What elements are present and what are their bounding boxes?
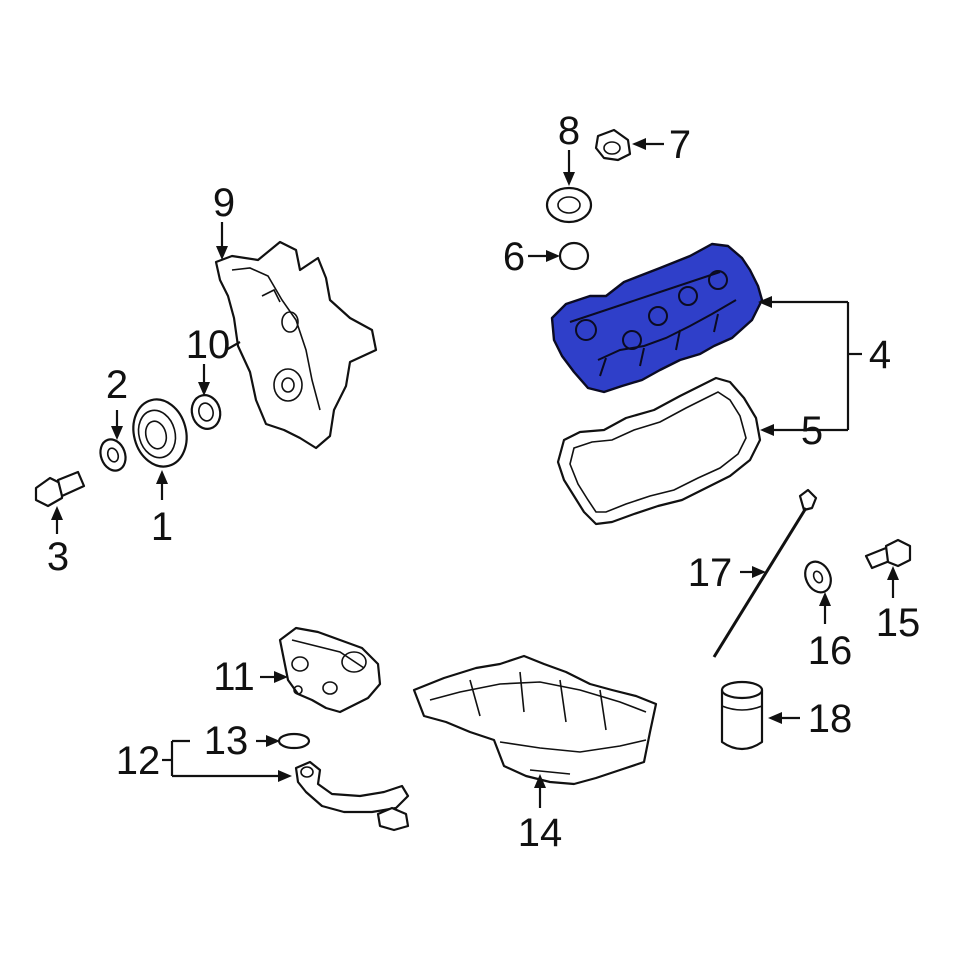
part-2-washer[interactable] xyxy=(96,436,129,474)
part-9-timing-cover[interactable] xyxy=(214,240,378,450)
callout-1: 1 xyxy=(151,505,173,549)
part-16-washer[interactable] xyxy=(800,557,835,596)
callout-15: 15 xyxy=(876,601,921,645)
part-3-bolt[interactable] xyxy=(34,470,86,508)
callout-7: 7 xyxy=(669,123,691,167)
callout-4: 4 xyxy=(869,333,891,377)
callout-16: 16 xyxy=(808,629,853,673)
part-6-o-ring[interactable] xyxy=(558,241,590,271)
part-8-filler-cap[interactable] xyxy=(545,186,593,224)
leader-lines xyxy=(51,138,899,808)
part-12-pickup-tube[interactable] xyxy=(294,760,410,832)
callout-9: 9 xyxy=(213,181,235,225)
part-15-bolt[interactable] xyxy=(864,538,912,570)
part-14-oil-pan[interactable] xyxy=(412,654,658,786)
callout-14: 14 xyxy=(518,811,563,855)
part-7-plug[interactable] xyxy=(594,128,632,162)
part-18-oil-filter[interactable] xyxy=(720,680,764,751)
part-13-o-ring[interactable] xyxy=(277,732,311,750)
part-5-gasket[interactable] xyxy=(556,376,762,526)
part-1-pulley[interactable] xyxy=(126,393,194,472)
callout-6: 6 xyxy=(503,235,525,279)
callout-11: 11 xyxy=(213,655,255,699)
callout-13: 13 xyxy=(204,719,249,763)
callout-5: 5 xyxy=(801,409,823,453)
callout-8: 8 xyxy=(558,109,580,153)
part-4-valve-cover[interactable] xyxy=(550,242,764,394)
callout-12: 12 xyxy=(116,739,161,783)
part-10-seal[interactable] xyxy=(188,392,224,432)
part-11-oil-pump[interactable] xyxy=(278,626,382,714)
part-17-dipstick[interactable] xyxy=(712,488,818,658)
callout-17: 17 xyxy=(688,551,733,595)
callout-10: 10 xyxy=(186,323,231,367)
callout-labels: 1 2 3 4 5 6 7 8 9 10 11 12 13 14 15 16 1… xyxy=(47,109,920,855)
callout-2: 2 xyxy=(106,363,128,407)
callout-3: 3 xyxy=(47,535,69,579)
callout-18: 18 xyxy=(808,697,853,741)
